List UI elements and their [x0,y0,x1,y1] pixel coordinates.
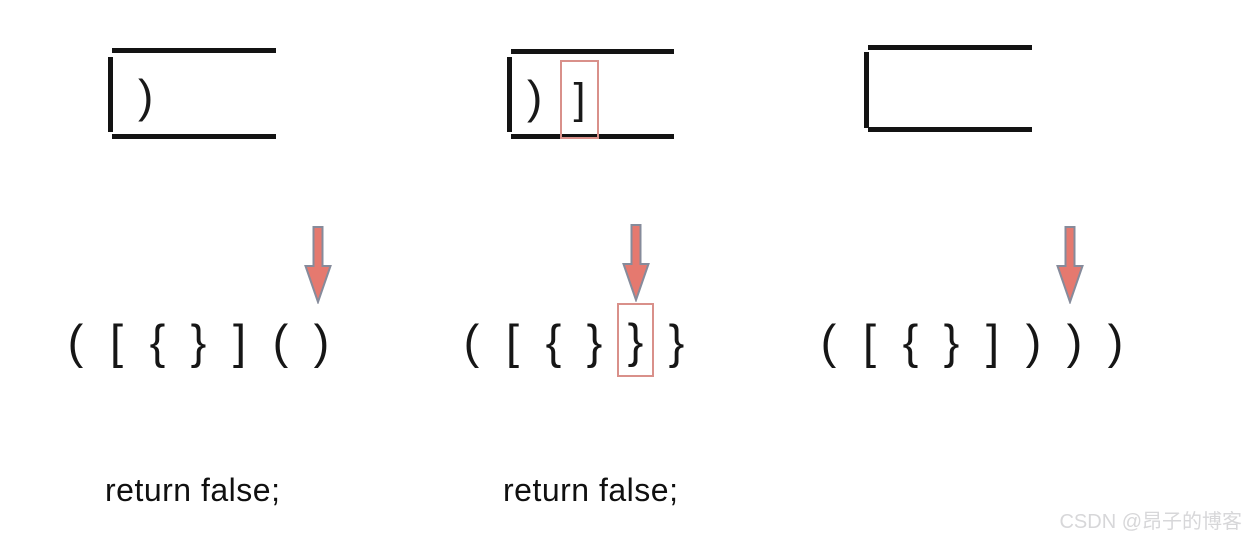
stack-item: ) [138,70,154,122]
bracket-char: { [545,314,562,368]
bracket-char: ) [1066,314,1083,368]
bracket-char: [ [505,314,520,368]
bracket-char: ( [820,314,837,368]
bracket-char: } [190,314,207,368]
stack-top-line [868,45,1032,50]
bracket-char: } [586,314,603,368]
stack-top-line [112,48,276,53]
stack-left-wall [864,52,869,128]
bracket-sequence: ( [ {}] () [55,306,342,376]
bracket-char: } [943,314,960,368]
csdn-watermark: CSDN @昂子的博客 [1059,511,1242,533]
bracket-char: ( [272,314,289,368]
stack-bottom-line [112,134,276,139]
bracket-char: ) [313,314,330,368]
bracket-sequence: ( [ {}}} [451,303,697,377]
down-arrow-icon [1056,226,1084,304]
stack-item-highlight-box: ] [560,60,599,139]
bracket-char: ) [1025,314,1042,368]
stack-graphic: ) ] [507,46,679,142]
bracket-char: } [668,314,685,368]
stack-left-wall [108,57,113,132]
bracket-sequence: ( [ {}]))) [808,306,1136,376]
bracket-char: ( [463,314,480,368]
down-arrow-icon [622,224,650,302]
stack-left-wall [507,57,512,132]
result-text: return false; [503,472,679,508]
bracket-char: [ [109,314,124,368]
down-arrow-icon [304,226,332,304]
stack-graphic [864,42,1036,138]
bracket-char: ) [1107,314,1124,368]
stack-bottom-line [511,134,674,139]
stack-item: ] [573,75,586,123]
result-text: return false; [105,472,281,508]
bracket-char: { [149,314,166,368]
stack-bottom-line [868,127,1032,132]
bracket-char: ] [232,314,247,368]
bracket-char: [ [862,314,877,368]
stack-graphic: ) [108,45,280,141]
bracket-char-highlighted: } [617,303,654,377]
bracket-char: ] [985,314,1000,368]
stack-item: ) [527,71,543,123]
bracket-char: ( [67,314,84,368]
stack-top-line [511,49,674,54]
bracket-char: { [902,314,919,368]
